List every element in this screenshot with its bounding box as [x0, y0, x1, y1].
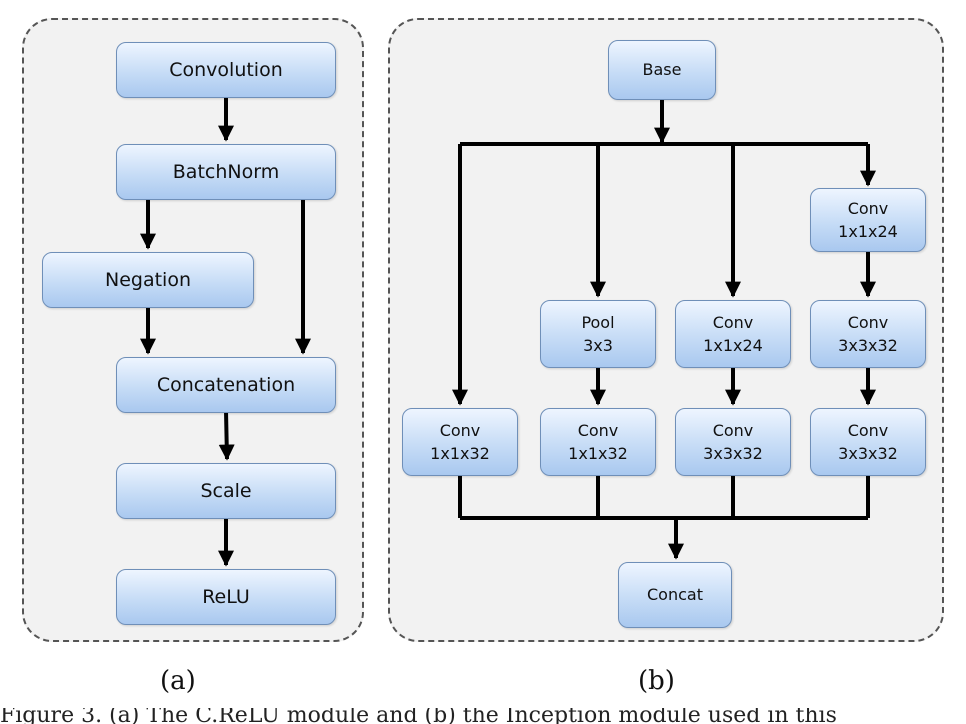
concatenation-label: Concatenation	[156, 374, 296, 396]
conv-3x3x32-branch4-node: Conv 3x3x32	[810, 408, 926, 476]
batchnorm-node: BatchNorm	[116, 144, 336, 200]
conv-1x1x32-pool-branch-node: Conv 1x1x32	[540, 408, 656, 476]
arrow-concatenation-to-scale	[218, 410, 235, 461]
conv-1x1x24-node: Conv 1x1x24	[675, 300, 791, 368]
conv-3x3x32-branch3-line1: Conv	[712, 420, 754, 440]
caption-b: (b)	[638, 666, 675, 696]
conv-1x1x24-right-line1: Conv	[847, 198, 889, 218]
conv-3x3x32-mid-right-line2: 3x3x32	[838, 336, 898, 355]
base-label: Base	[642, 60, 682, 80]
batchnorm-label: BatchNorm	[172, 161, 280, 183]
conv-3x3x32-branch3-line2: 3x3x32	[703, 444, 763, 463]
conv-3x3x32-branch4-line1: Conv	[847, 420, 889, 440]
scale-label: Scale	[200, 480, 252, 502]
conv-1x1x24-right-node: Conv 1x1x24	[810, 188, 926, 252]
pool-line2: 3x3	[583, 336, 613, 355]
conv-1x1x32-left-node: Conv 1x1x32	[402, 408, 518, 476]
base-node: Base	[608, 40, 716, 100]
concat-label: Concat	[647, 585, 703, 605]
conv-1x1x32-pool-branch-line1: Conv	[577, 420, 619, 440]
negation-label: Negation	[104, 269, 191, 291]
caption-a: (a)	[160, 666, 196, 696]
panel-a-frame	[22, 18, 364, 642]
conv-1x1x24-line2: 1x1x24	[703, 336, 763, 355]
conv-1x1x32-left-line2: 1x1x32	[430, 444, 490, 463]
convolution-node: Convolution	[116, 42, 336, 98]
conv-3x3x32-branch3-node: Conv 3x3x32	[675, 408, 791, 476]
convolution-label: Convolution	[169, 59, 283, 81]
concat-node: Concat	[618, 562, 732, 628]
pool-line1: Pool	[581, 312, 615, 332]
figure-caption-text: Figure 3. (a) The C.ReLU module and (b) …	[0, 708, 837, 724]
conv-3x3x32-mid-right-line1: Conv	[847, 312, 889, 332]
conv-1x1x32-left-line1: Conv	[439, 420, 481, 440]
pool-node: Pool 3x3	[540, 300, 656, 368]
conv-1x1x24-line1: Conv	[712, 312, 754, 332]
conv-1x1x24-right-line2: 1x1x24	[838, 222, 898, 241]
conv-3x3x32-branch4-line2: 3x3x32	[838, 444, 898, 463]
negation-node: Negation	[42, 252, 254, 308]
concatenation-node: Concatenation	[116, 357, 336, 413]
conv-3x3x32-mid-right-node: Conv 3x3x32	[810, 300, 926, 368]
conv-1x1x32-pool-branch-line2: 1x1x32	[568, 444, 628, 463]
relu-node: ReLU	[116, 569, 336, 625]
relu-label: ReLU	[202, 586, 250, 608]
scale-node: Scale	[116, 463, 336, 519]
